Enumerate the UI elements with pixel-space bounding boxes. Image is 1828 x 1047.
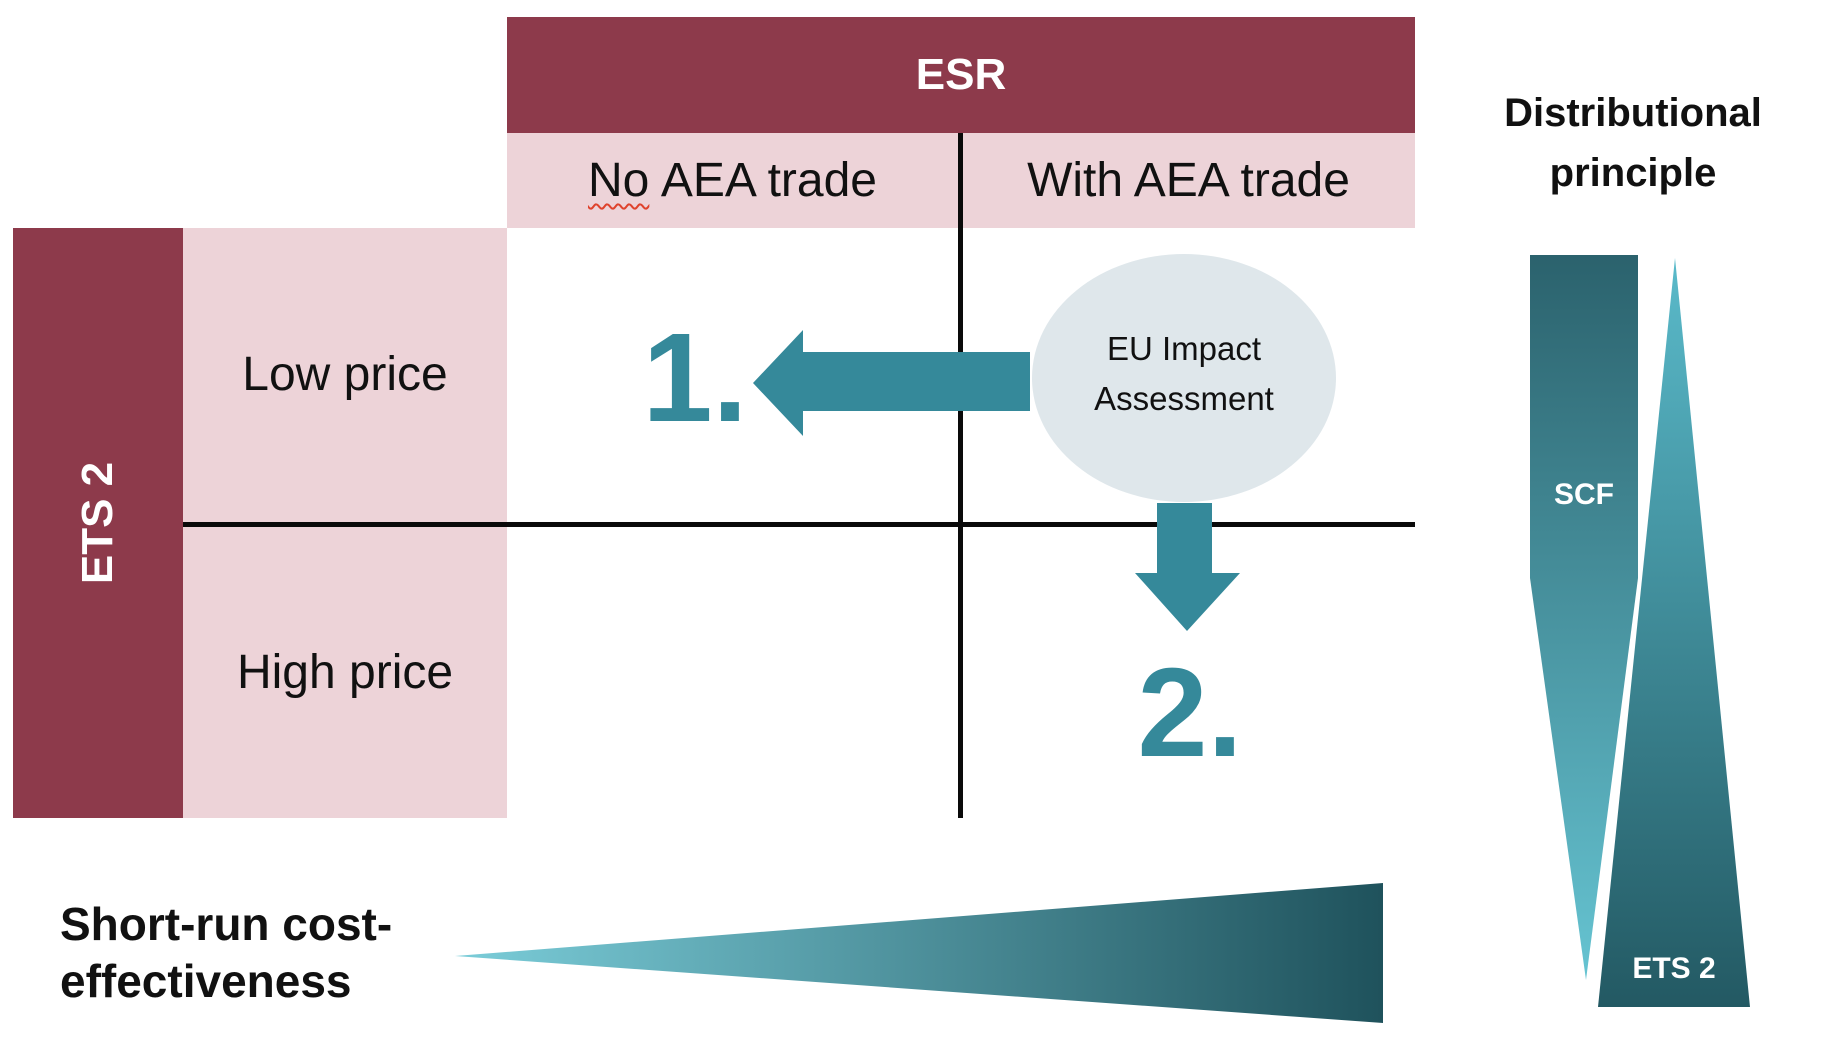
ets2-axis-bar: ETS 2 <box>13 228 183 818</box>
distributional-panel-title: Distributional principle <box>1446 83 1820 203</box>
esr-header: ESR <box>507 17 1415 133</box>
scf-shape-label: SCF <box>1554 478 1614 511</box>
ets2-shape-label: ETS 2 <box>1632 952 1716 985</box>
ets2-gradient-shape <box>1598 258 1750 1007</box>
distributional-title-line2: principle <box>1549 151 1717 195</box>
distributional-title-line1: Distributional <box>1504 91 1762 135</box>
ets2-axis-label: ETS 2 <box>73 461 122 585</box>
bubble-text-line2: Assessment <box>1094 380 1274 417</box>
option-1-number: 1. <box>642 307 748 448</box>
no-aea-trade-rest: AEA trade <box>660 154 877 207</box>
short-run-axis-title: Short-run cost- effectiveness <box>60 896 660 1010</box>
short-run-title-line1: Short-run cost- <box>60 898 393 950</box>
row-header-high-price: High price <box>236 646 454 699</box>
column-header-with-aea-trade: With AEA trade <box>1027 154 1350 207</box>
bubble-text-line1: EU Impact <box>1106 330 1262 367</box>
esr-header-label: ESR <box>915 50 1007 99</box>
option-2-number: 2. <box>1137 642 1243 783</box>
scf-gradient-shape <box>1530 255 1638 980</box>
horizontal-divider-line <box>183 522 1415 527</box>
short-run-title-line2: effectiveness <box>60 955 352 1007</box>
row-header-low-price: Low price <box>242 348 448 401</box>
eu-impact-assessment-bubble: EU Impact Assessment <box>1032 254 1336 502</box>
column-header-no-aea-trade: No AEA trade <box>507 133 958 228</box>
vertical-divider-line <box>958 133 963 818</box>
no-word-with-spellcheck-squiggle: No <box>587 154 650 207</box>
